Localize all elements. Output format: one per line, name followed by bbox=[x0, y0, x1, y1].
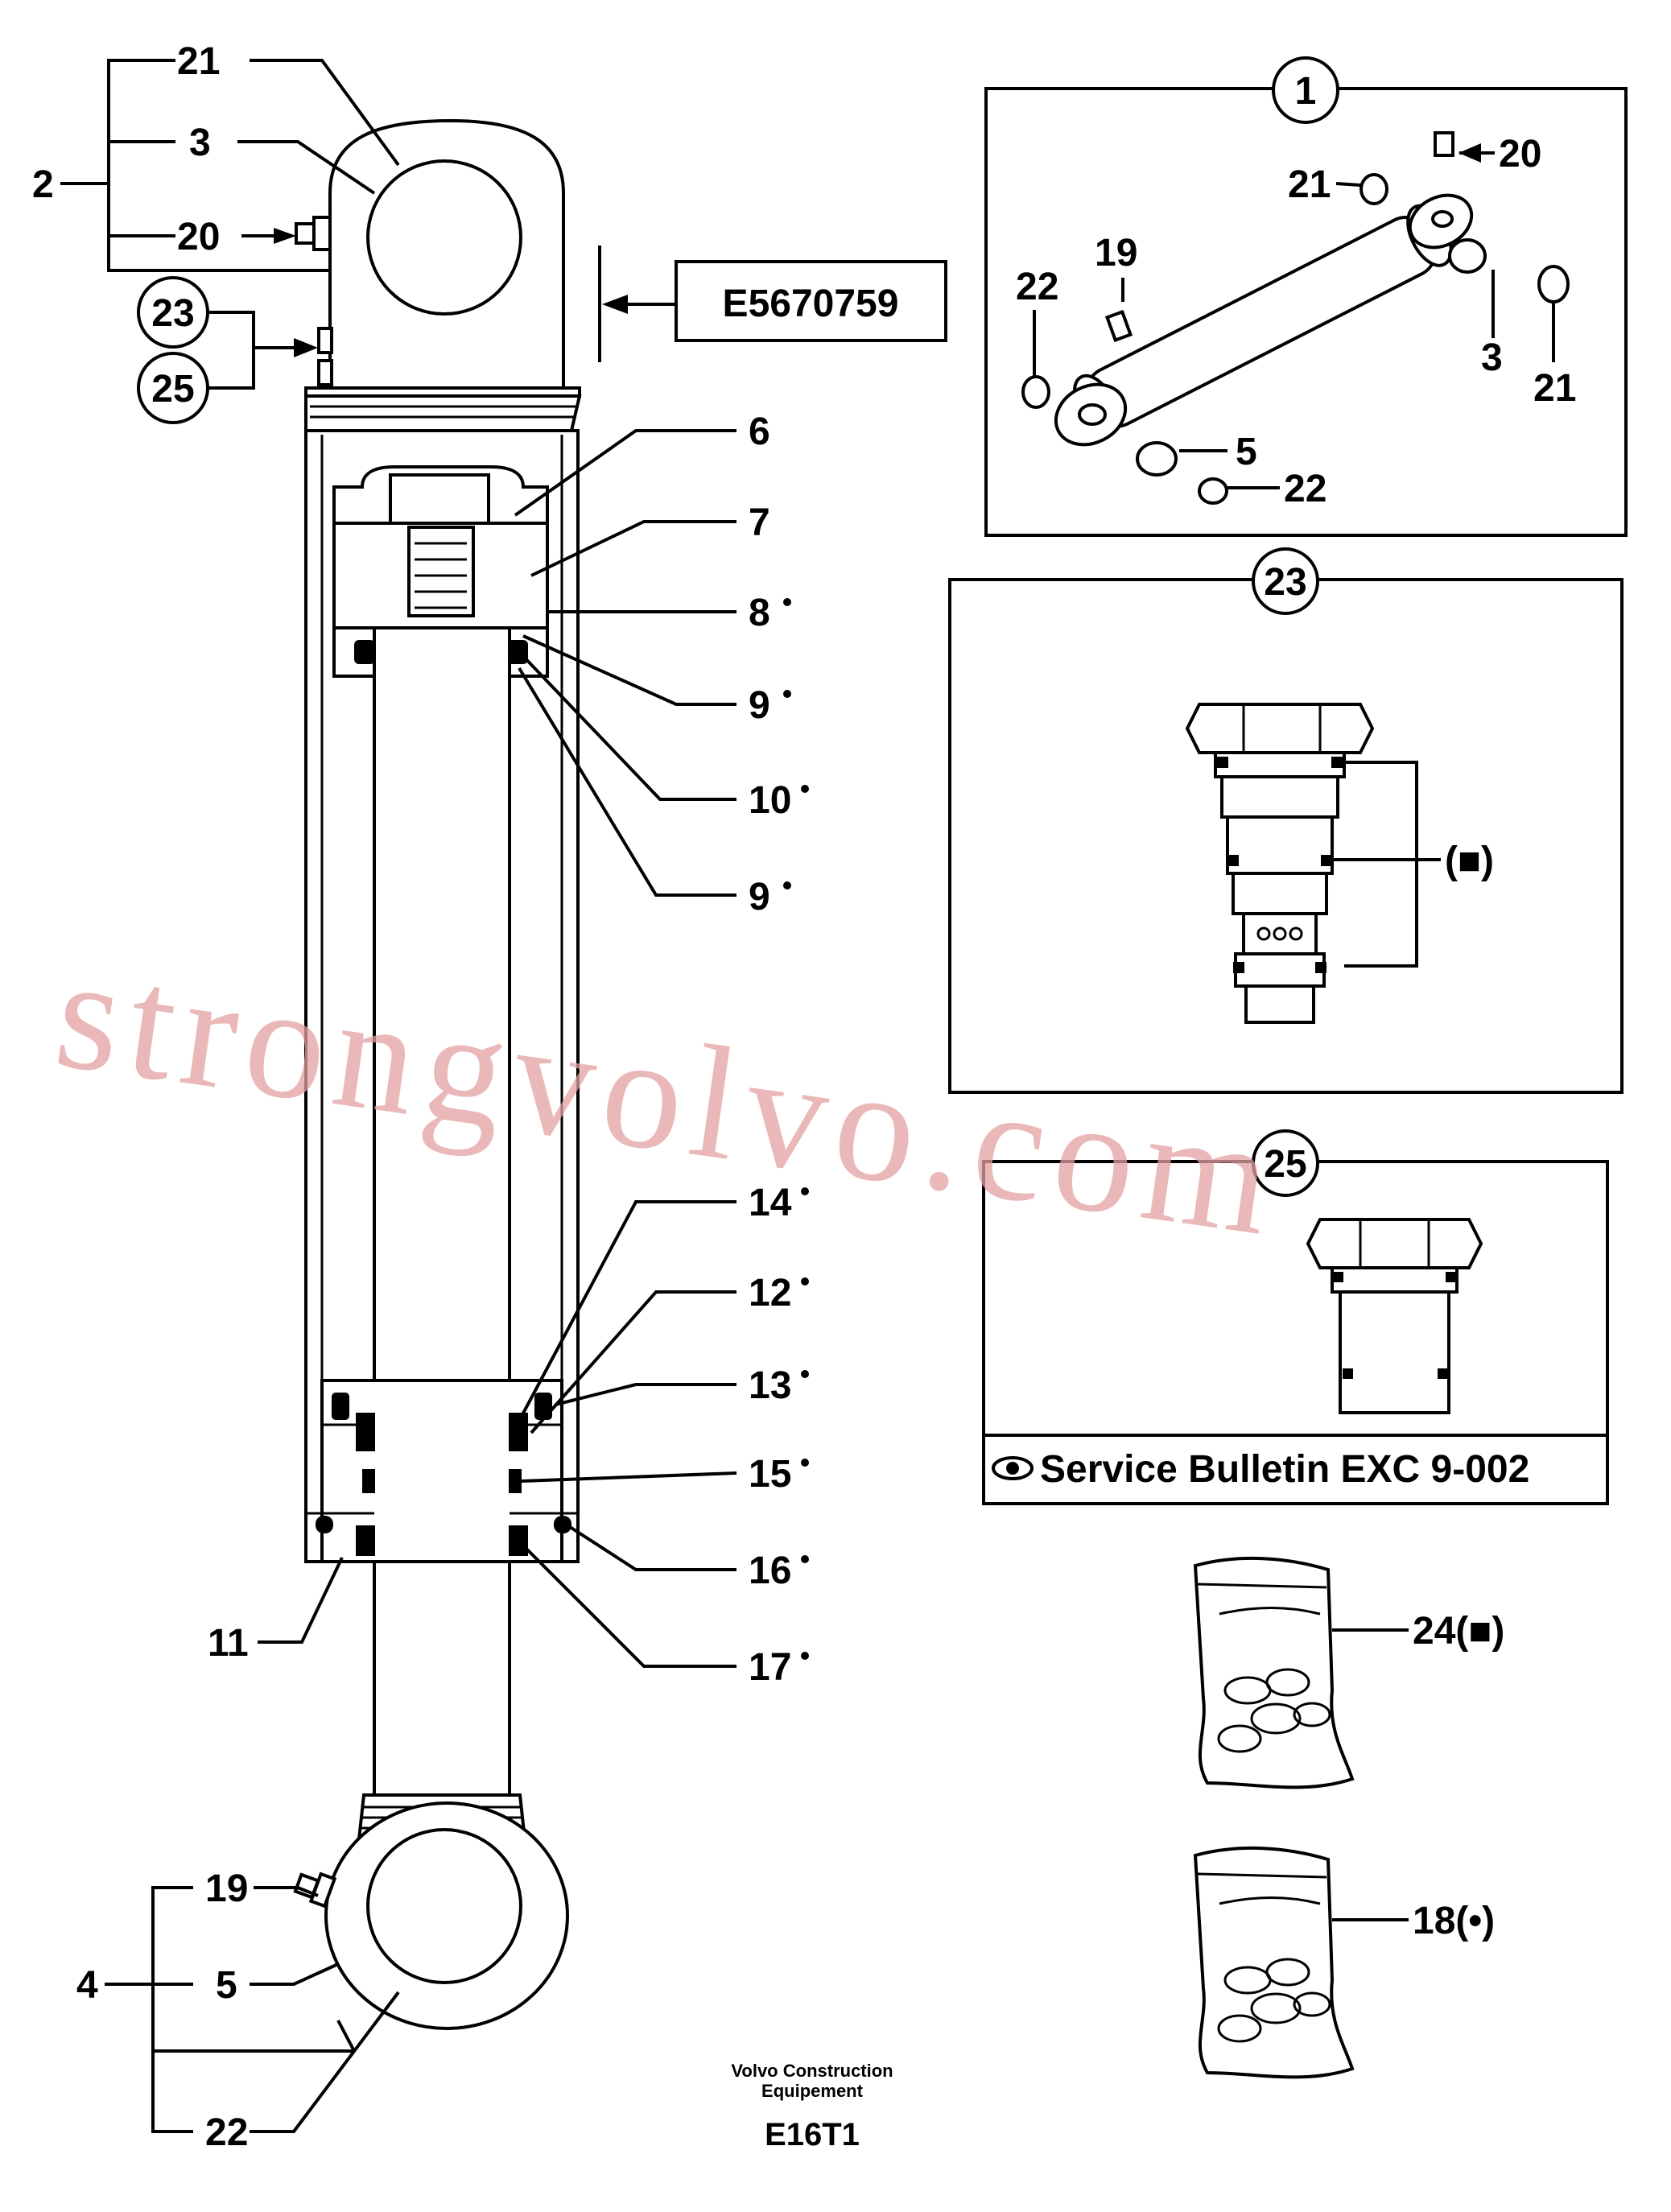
callout-8: 8 bbox=[749, 592, 770, 634]
panel-1-label-22b: 22 bbox=[1284, 468, 1326, 510]
callout-21-top: 21 bbox=[177, 40, 220, 83]
panel-1-label-21a: 21 bbox=[1288, 163, 1331, 206]
callout-17: 17 bbox=[749, 1646, 791, 1689]
panel-1-label-19: 19 bbox=[1095, 232, 1137, 274]
drawing-code: E16T1 bbox=[765, 2117, 860, 2152]
left-balloons: 23 25 bbox=[137, 276, 209, 424]
callout-7: 7 bbox=[749, 501, 770, 544]
callout-22-bottom: 22 bbox=[205, 2111, 248, 2154]
panel-23-balloon: 23 bbox=[1264, 561, 1306, 604]
plug-panel-25: 25 Service Bulletin EXC 9-002 bbox=[982, 1129, 1609, 1505]
panel-1-label-5: 5 bbox=[1236, 431, 1257, 473]
balloon-25-left: 25 bbox=[151, 368, 194, 411]
panel-23-callout: (■) bbox=[1445, 840, 1494, 882]
service-bulletin-text: Service Bulletin EXC 9-002 bbox=[1040, 1448, 1529, 1491]
callout-9b: 9 bbox=[749, 876, 770, 918]
panel-1-label-21b: 21 bbox=[1533, 367, 1576, 410]
balloon-23-left: 23 bbox=[151, 292, 194, 335]
callout-19-bottom: 19 bbox=[205, 1867, 248, 1910]
main-callout-leaders bbox=[60, 59, 737, 2133]
kit-bag-18: 18(•) bbox=[1193, 1846, 1495, 2079]
callout-3-top: 3 bbox=[189, 122, 211, 164]
valve-panel-23: 23 (■) bbox=[948, 547, 1624, 1094]
main-callout-labels: 2 21 3 20 6 7 8 9 10 9 14 12 13 15 16 17… bbox=[32, 40, 809, 2154]
company-line-2: Equipement bbox=[761, 2081, 864, 2101]
callout-6: 6 bbox=[749, 411, 770, 453]
panel-1-label-3: 3 bbox=[1481, 336, 1503, 379]
panel-1-label-20: 20 bbox=[1499, 133, 1541, 175]
callout-2: 2 bbox=[32, 163, 54, 206]
eye-icon bbox=[992, 1456, 1034, 1480]
main-cylinder-drawing bbox=[293, 118, 582, 2030]
panel-1-label-22a: 22 bbox=[1016, 266, 1058, 308]
part-number-text: E5670759 bbox=[723, 283, 899, 325]
callout-13: 13 bbox=[749, 1364, 791, 1407]
company-line-1: Volvo Construction bbox=[731, 2061, 893, 2081]
part-number-box: E5670759 bbox=[675, 260, 947, 342]
callout-5-bottom: 5 bbox=[216, 1964, 237, 2007]
footer: Volvo Construction Equipement E16T1 bbox=[731, 2061, 893, 2152]
callout-16: 16 bbox=[749, 1550, 791, 1592]
callout-4: 4 bbox=[76, 1964, 98, 2007]
callout-14: 14 bbox=[749, 1182, 792, 1224]
panel-1-balloon: 1 bbox=[1295, 70, 1317, 113]
callout-12: 12 bbox=[749, 1272, 791, 1314]
kit-24-label: 24(■) bbox=[1413, 1610, 1504, 1653]
callout-20-top: 20 bbox=[177, 216, 220, 258]
panel-25-balloon: 25 bbox=[1264, 1143, 1306, 1186]
callout-10: 10 bbox=[749, 779, 791, 822]
callout-9a: 9 bbox=[749, 684, 770, 727]
callout-11: 11 bbox=[208, 1622, 249, 1665]
callout-15: 15 bbox=[749, 1453, 791, 1496]
kit-panel-1: 1 20 21 19 22 3 bbox=[984, 56, 1628, 537]
kit-bag-24: 24(■) bbox=[1193, 1556, 1504, 1789]
kit-18-label: 18(•) bbox=[1413, 1900, 1495, 1942]
